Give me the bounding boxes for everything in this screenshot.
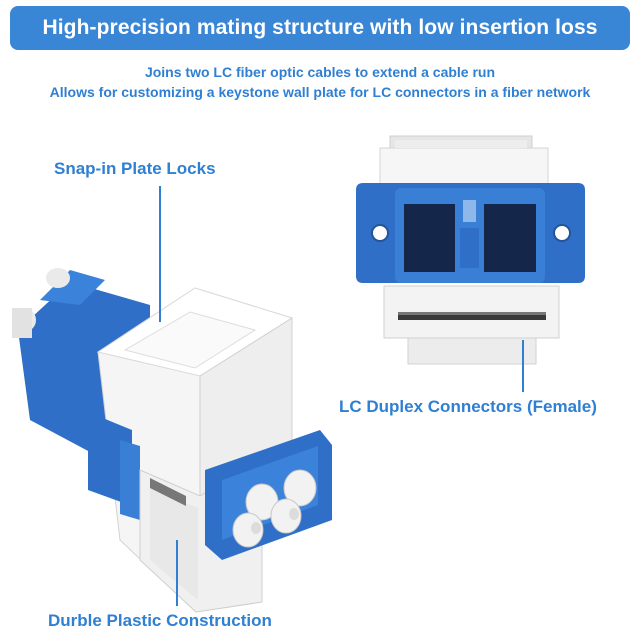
callout-lc-duplex-connectors: LC Duplex Connectors (Female) <box>339 397 597 416</box>
leader-line-plastic <box>176 540 178 606</box>
leader-line-duplex <box>522 340 524 392</box>
header-title: High-precision mating structure with low… <box>42 16 598 39</box>
header-banner: High-precision mating structure with low… <box>10 6 630 50</box>
slot <box>398 312 546 320</box>
isometric-coupler <box>12 268 332 613</box>
mount-hole-left <box>371 224 389 242</box>
callout-snap-in-plate-locks: Snap-in Plate Locks <box>54 159 216 178</box>
mount-hole-right <box>553 224 571 242</box>
callout-durable-plastic: Durble Plastic Construction <box>48 611 272 630</box>
front-view-coupler <box>356 135 585 365</box>
subtitle-line-2: Allows for customizing a keystone wall p… <box>49 84 591 100</box>
subtitle-line-1: Joins two LC fiber optic cables to exten… <box>144 64 496 80</box>
lc-port-right <box>484 204 536 272</box>
leader-line-snap-in <box>159 186 161 322</box>
lc-port-left <box>404 204 455 272</box>
